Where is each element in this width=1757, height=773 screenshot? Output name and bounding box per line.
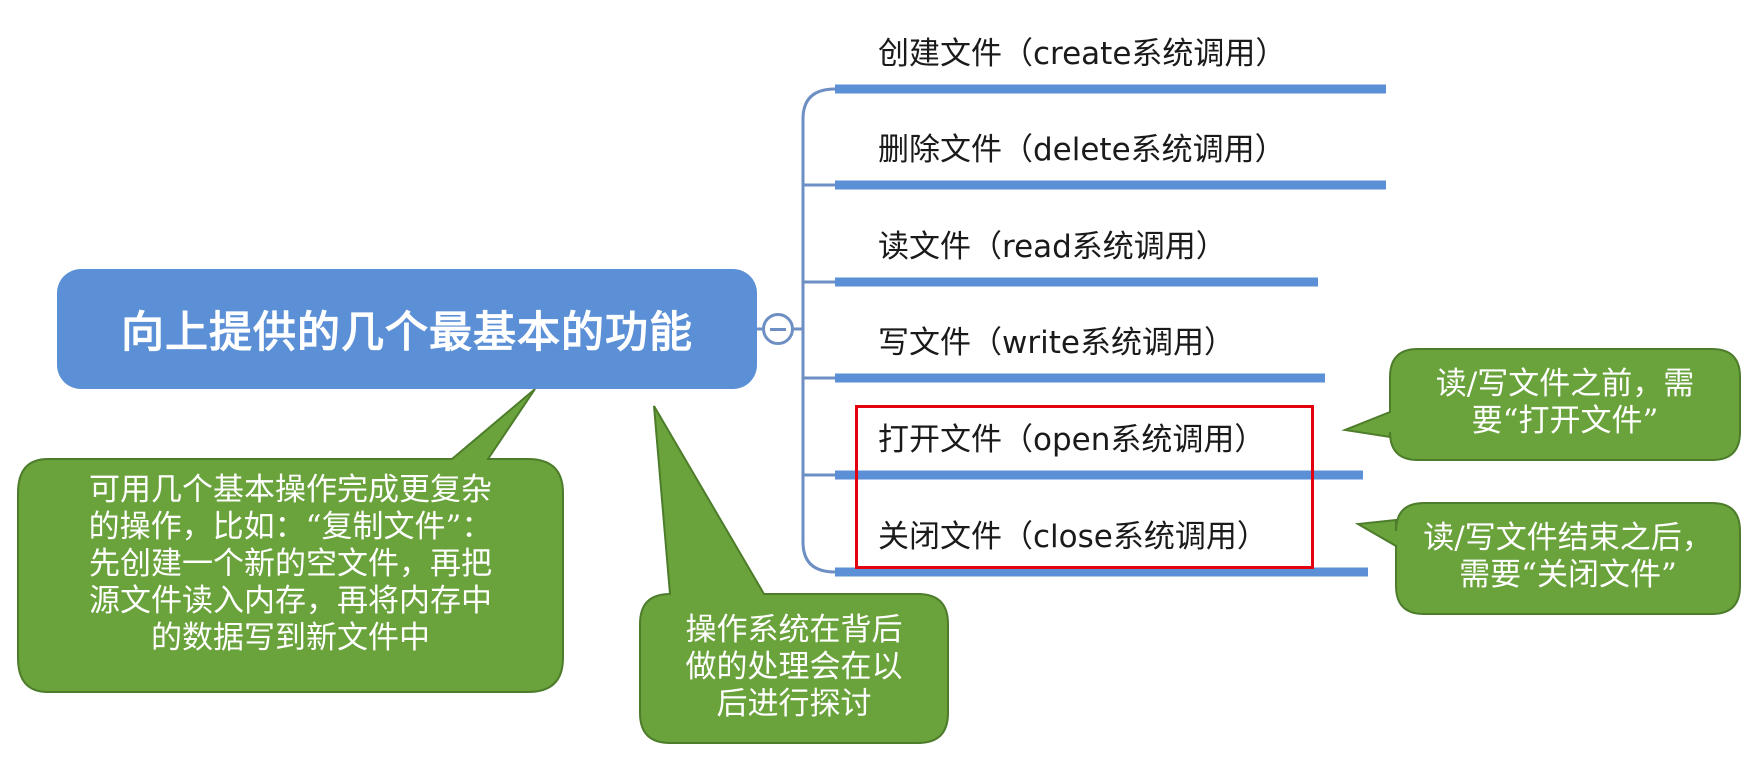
- branch-create[interactable]: 创建文件（create系统调用）: [878, 36, 1287, 72]
- callouts: [17, 348, 1741, 744]
- callout-open: 读/写文件之前，需 要“打开文件”: [1390, 366, 1740, 440]
- callout-line: 操作系统在背后: [685, 612, 903, 648]
- callout-open-shape: [1341, 348, 1741, 461]
- callout-line: 先创建一个新的空文件，再把: [89, 546, 492, 582]
- branch-write[interactable]: 写文件（write系统调用）: [878, 325, 1235, 361]
- callout-line: 的操作，比如：“复制文件”：: [88, 509, 493, 545]
- branch-close[interactable]: 关闭文件（close系统调用）: [878, 519, 1268, 555]
- callout-line: 做的处理会在以: [685, 649, 903, 685]
- tree-connectors: [757, 87, 836, 574]
- minus-circle-icon: [770, 327, 786, 331]
- callout-basic-ops: 可用几个基本操作完成更复杂 的操作，比如：“复制文件”： 先创建一个新的空文件，…: [18, 472, 563, 657]
- branch-open[interactable]: 打开文件（open系统调用）: [878, 422, 1266, 458]
- callout-line: 源文件读入内存，再将内存中: [89, 583, 492, 619]
- callout-line: 后进行探讨: [716, 686, 872, 722]
- callout-line: 读/写文件之前，需: [1435, 366, 1695, 402]
- callout-background-shape: [639, 405, 949, 744]
- root-node[interactable]: 向上提供的几个最基本的功能: [57, 269, 757, 389]
- callout-line: 需要“关闭文件”: [1459, 557, 1677, 593]
- branch-read[interactable]: 读文件（read系统调用）: [878, 229, 1227, 265]
- callout-background: 操作系统在背后 做的处理会在以 后进行探讨: [640, 612, 948, 723]
- callout-line: 的数据写到新文件中: [151, 620, 430, 656]
- callout-close-shape: [1354, 502, 1741, 615]
- branch-delete[interactable]: 删除文件（delete系统调用）: [878, 132, 1286, 168]
- callout-line: 读/写文件结束之后，: [1423, 520, 1713, 556]
- collapse-button[interactable]: [762, 313, 794, 345]
- callout-line: 可用几个基本操作完成更复杂: [89, 472, 492, 508]
- highlight-box: [855, 405, 1314, 569]
- branch-underlines: [835, 84, 1386, 577]
- callout-basic-ops-shape: [17, 388, 564, 693]
- callout-close: 读/写文件结束之后， 需要“关闭文件”: [1396, 520, 1740, 594]
- callout-line: 要“打开文件”: [1471, 403, 1659, 439]
